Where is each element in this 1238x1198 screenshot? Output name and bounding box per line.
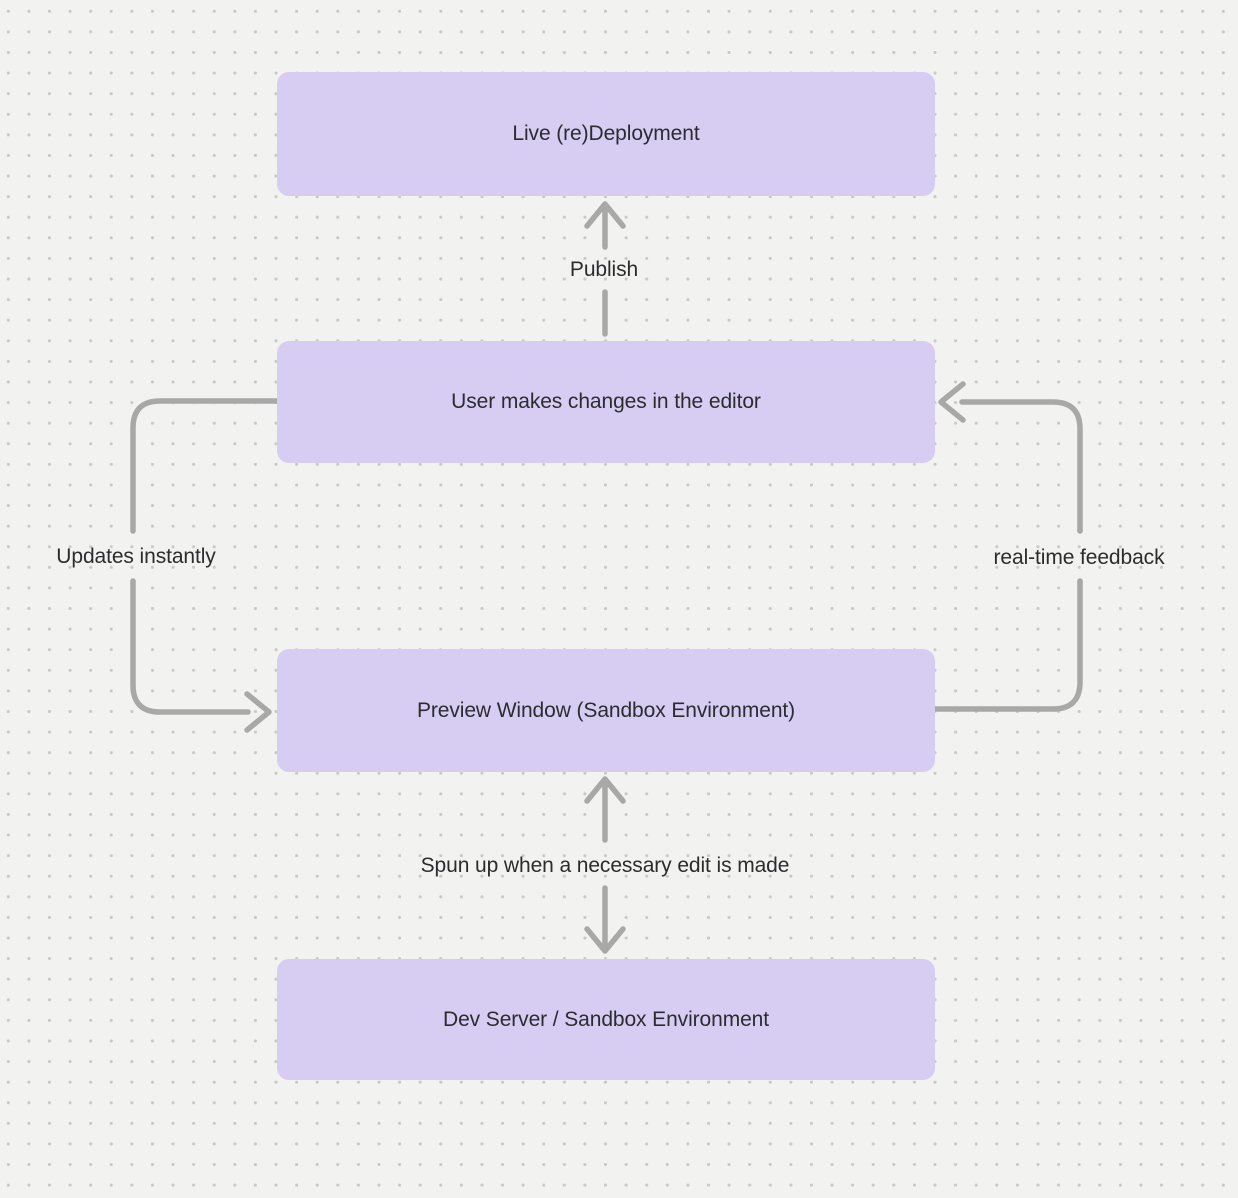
arrowhead-up-icon — [584, 201, 626, 229]
edge-label-updates-instantly: Updates instantly — [56, 545, 216, 568]
node-user-makes-changes: User makes changes in the editor — [277, 341, 935, 463]
node-dev-server: Dev Server / Sandbox Environment — [277, 959, 935, 1080]
arrowhead-left-icon — [938, 381, 966, 423]
edge-label-realtime-feedback: real-time feedback — [993, 546, 1165, 569]
node-preview-window: Preview Window (Sandbox Environment) — [277, 649, 935, 772]
node-label: Preview Window (Sandbox Environment) — [416, 698, 796, 722]
arrowhead-up-icon — [584, 776, 626, 804]
edge-label-spun-up: Spun up when a necessary edit is made — [420, 854, 790, 877]
edge-label-publish: Publish — [569, 258, 639, 281]
node-live-redeployment: Live (re)Deployment — [277, 72, 935, 196]
arrowhead-right-icon — [244, 691, 272, 733]
node-label: Dev Server / Sandbox Environment — [443, 1007, 769, 1031]
node-label: Live (re)Deployment — [512, 122, 700, 145]
arrowhead-down-icon — [584, 926, 626, 954]
node-label: User makes changes in the editor — [451, 390, 761, 413]
